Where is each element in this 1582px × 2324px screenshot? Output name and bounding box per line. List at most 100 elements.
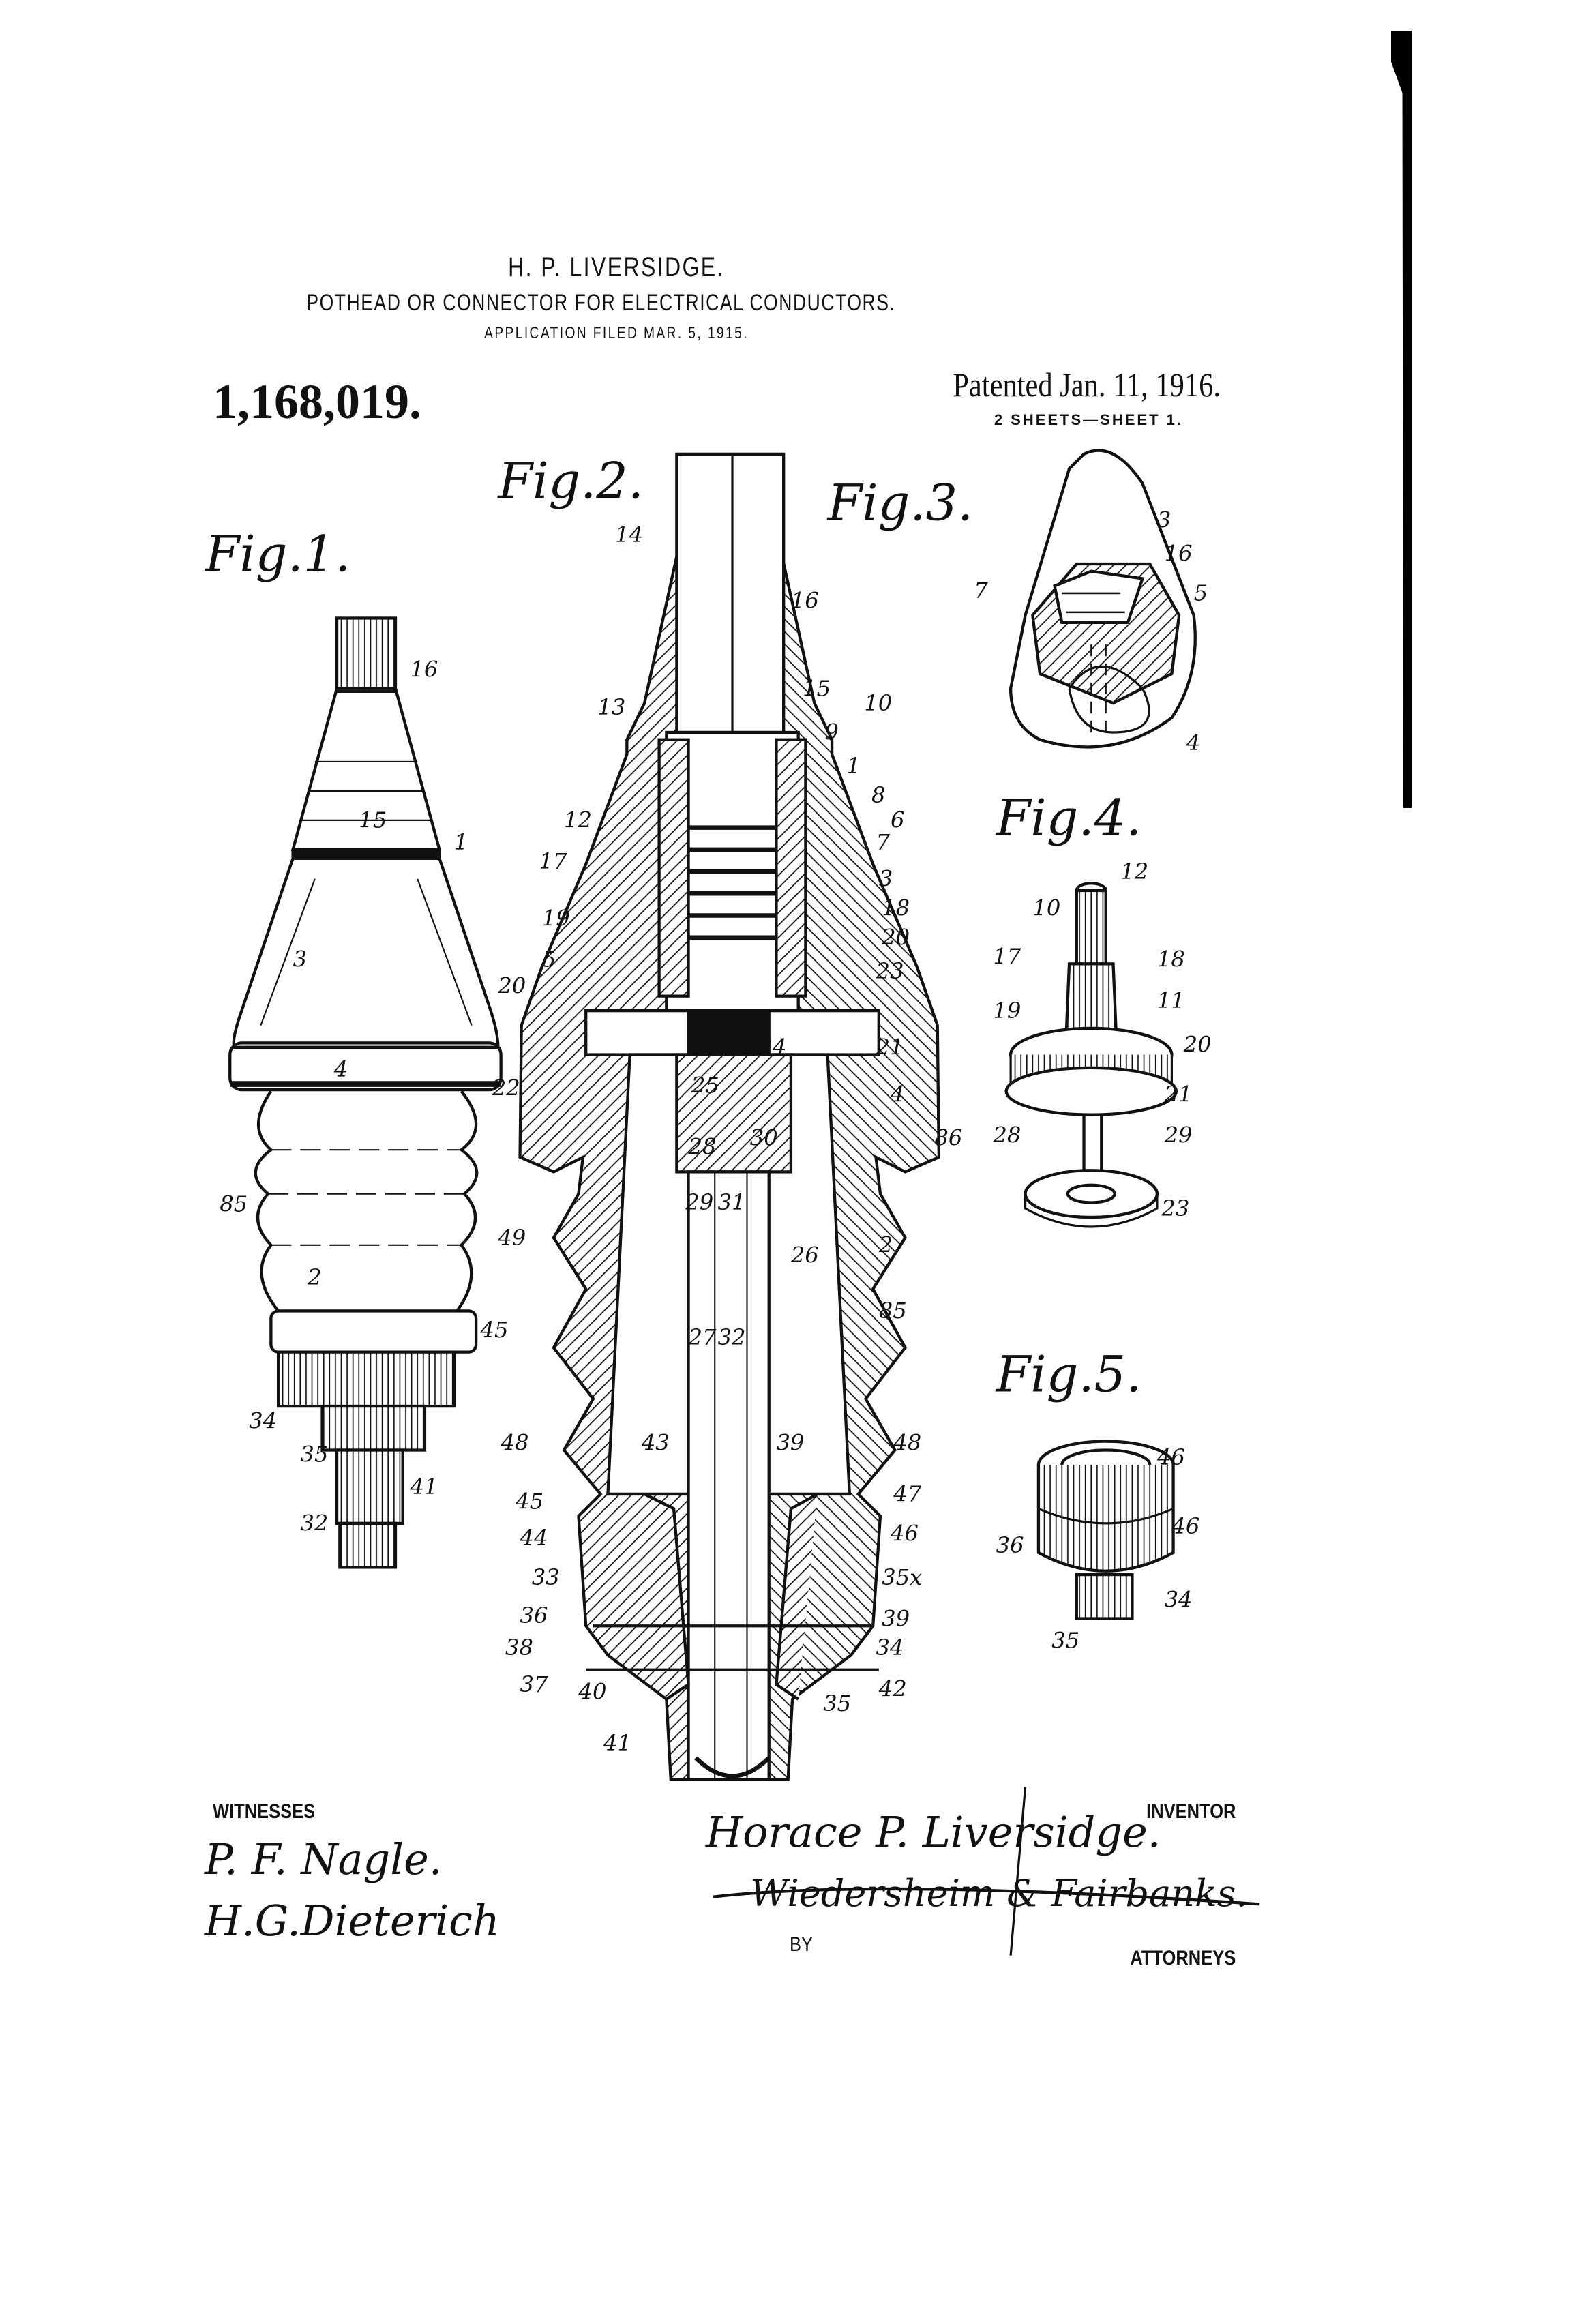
reference-numeral: 34 [1165,1586,1193,1612]
reference-numeral: 10 [1032,895,1060,921]
figure-label: Fig.2. [496,452,644,510]
reference-numeral: 24 [758,1034,787,1060]
reference-numeral: 23 [876,958,904,984]
reference-numeral: 23 [1161,1195,1189,1221]
reference-numeral: 34 [876,1635,904,1660]
reference-numeral: 32 [300,1510,328,1536]
reference-numeral: 46 [1156,1444,1185,1470]
reference-numeral: 14 [615,522,643,548]
reference-numeral: 39 [882,1605,910,1631]
reference-numeral: 41 [603,1730,631,1756]
reference-numeral: 47 [893,1481,921,1507]
reference-numeral: 6 [891,807,905,833]
reference-numeral: 46 [1171,1513,1199,1539]
reference-numeral: 2 [307,1264,321,1290]
reference-numeral: 21 [1164,1081,1193,1107]
reference-numeral: 35 [1051,1628,1079,1654]
reference-numeral: 36 [996,1532,1024,1558]
reference-numeral: 1 [454,829,468,855]
reference-numeral: 38 [505,1635,533,1660]
reference-numeral: 19 [993,998,1021,1024]
reference-numeral: 37 [520,1671,548,1697]
reference-numeral: 49 [497,1225,526,1251]
reference-numeral: 5 [542,947,556,972]
reference-numeral: 30 [750,1125,778,1151]
reference-numeral: 7 [876,829,891,855]
reference-numeral: 5 [1194,580,1208,606]
reference-numeral: 12 [564,807,592,833]
figure-2-drawing [520,454,939,1780]
figure-label: Fig.5. [995,1346,1142,1404]
reference-numeral: 35x [882,1564,922,1590]
reference-numeral: 35 [300,1442,328,1468]
reference-numeral: 17 [993,943,1021,969]
reference-numeral: 45 [480,1317,509,1343]
reference-numeral: 42 [878,1675,907,1701]
reference-numeral: 10 [864,690,892,716]
figure-3-drawing [1011,451,1195,747]
reference-numeral: 3 [879,866,893,892]
reference-numeral: 15 [359,807,387,833]
reference-numeral: 22 [492,1075,520,1101]
reference-numeral: 32 [718,1324,746,1350]
reference-numeral: 3 [293,947,308,972]
reference-numeral: 31 [718,1189,746,1215]
reference-numeral: 26 [790,1242,819,1268]
reference-numeral: 16 [410,656,438,682]
reference-numeral: 15 [803,675,831,701]
reference-numeral: 13 [597,694,625,720]
reference-numeral: 12 [1120,859,1148,884]
reference-numeral: 48 [501,1430,529,1456]
figure-4-drawing [1006,883,1176,1227]
reference-numeral: 3 [1157,507,1171,533]
reference-numeral: 34 [249,1407,277,1433]
reference-numeral: 27 [688,1324,717,1350]
reference-numeral: 4 [333,1056,348,1082]
reference-numeral: 28 [992,1122,1021,1148]
reference-numeral: 48 [893,1430,921,1456]
reference-numeral: 4 [1186,730,1201,756]
figure-label: Fig.1. [204,526,351,584]
reference-numeral: 28 [688,1134,717,1160]
reference-numeral: 36 [520,1603,548,1628]
attorneys-label: ATTORNEYS [1130,1947,1236,1970]
figure-5-drawing [1039,1442,1174,1619]
reference-numeral: 29 [1164,1122,1193,1148]
witness-signature-2: H.G.Dieterich [205,1896,500,1946]
reference-numeral: 43 [641,1430,670,1456]
reference-numeral: 44 [520,1525,548,1551]
reference-numeral: 16 [1165,541,1193,567]
reference-numeral: 4 [890,1081,905,1107]
by-label: BY [790,1933,813,1956]
reference-numeral: 20 [881,924,910,950]
reference-numeral: 45 [515,1488,543,1514]
reference-numeral: 16 [791,587,819,613]
reference-numeral: 85 [220,1191,248,1217]
reference-numeral: 85 [879,1298,907,1324]
reference-numeral: 86 [934,1125,962,1151]
figure-label: Fig.4. [995,789,1142,847]
inventor-signature: Horace P. Liversidge. [706,1807,1161,1857]
reference-numeral: 40 [578,1679,606,1705]
reference-numeral: 46 [890,1521,919,1547]
reference-numeral: 21 [876,1034,904,1060]
reference-numeral: 11 [1157,987,1185,1013]
reference-numeral: 8 [871,782,886,808]
reference-numeral: 29 [685,1189,713,1215]
reference-numeral: 9 [824,719,839,745]
reference-numeral: 7 [974,577,988,603]
reference-numeral: 2 [878,1232,893,1258]
reference-numeral: 19 [542,906,570,932]
reference-numeral: 1 [847,753,861,779]
reference-numeral: 39 [776,1430,804,1456]
reference-numeral: 41 [409,1474,438,1500]
witnesses-label: WITNESSES [213,1800,315,1823]
reference-numeral: 33 [532,1564,560,1590]
reference-numeral: 17 [539,848,567,874]
reference-numeral: 35 [823,1690,851,1716]
attorney-signature: Wiedersheim & Fairbanks. [750,1872,1248,1915]
reference-numeral: 18 [1157,947,1185,972]
reference-numeral: 25 [691,1072,719,1098]
figure-label: Fig.3. [826,475,974,533]
